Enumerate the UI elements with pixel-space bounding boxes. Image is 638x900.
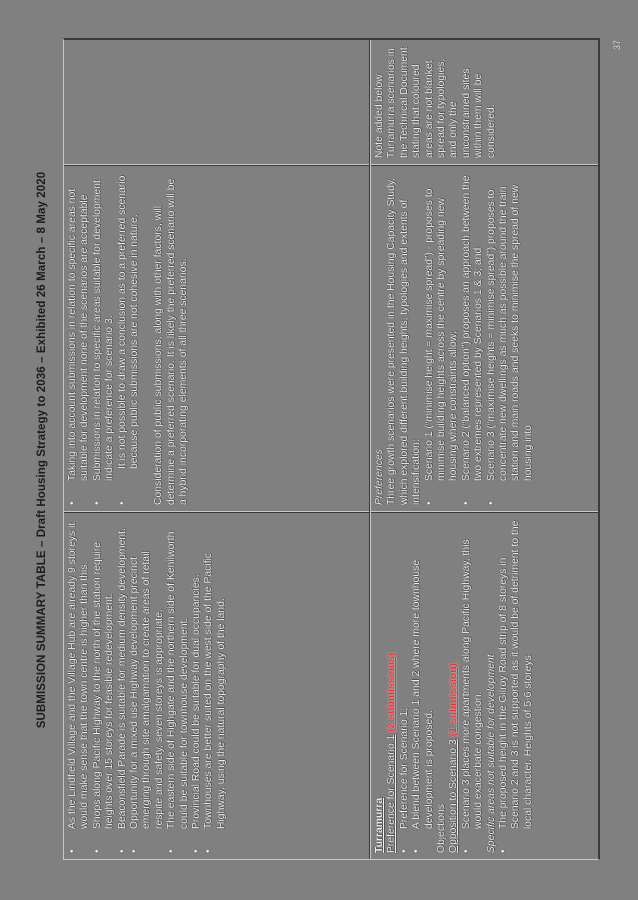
- row1-note-cell: [64, 39, 369, 164]
- row1-response-paragraph: Consideration of public submissions, alo…: [153, 178, 190, 505]
- list-item: Townhouses are better suited on the west…: [203, 519, 228, 853]
- opposition-heading-line: Opposition to Scenario 3 (1 submission): [448, 519, 460, 853]
- scenarios-list: Scenario 1 (“minimise height = maximise …: [424, 172, 536, 505]
- list-item: Submissions in relation to specific area…: [92, 172, 117, 505]
- list-item: Scenario 2 (“balanced option”) proposes …: [461, 172, 486, 505]
- list-item: Beaconsfield Parade is suitable for medi…: [117, 519, 129, 853]
- list-item: As the Lindfield Village and the Village…: [67, 519, 92, 853]
- location-heading: Turramurra: [374, 797, 385, 853]
- page-number: 37: [612, 39, 622, 50]
- specific-areas-list: The proposed height in the Gilroy Road s…: [498, 519, 535, 853]
- page-title: SUBMISSION SUMMARY TABLE – Draft Housing…: [36, 171, 48, 729]
- specific-areas-heading: Specific areas not suitable for developm…: [485, 654, 497, 853]
- list-item: Scenario 3 places more apartments along …: [461, 519, 486, 853]
- opposition-list: Scenario 3 places more apartments along …: [461, 519, 486, 853]
- preference-list: Preference for Scenario 1; A blend betwe…: [399, 519, 436, 853]
- list-item: Taking into account submissions in relat…: [67, 172, 92, 505]
- row2-note-cell: Note added below Turramurra scenarios in…: [374, 47, 497, 158]
- submission-count-badge: (2 submissions): [386, 652, 398, 732]
- objections-heading: Objections: [436, 803, 448, 853]
- row2-submissions-cell: Turramurra Preference for Scenario 1 (2 …: [371, 513, 599, 859]
- list-item: The proposed height in the Gilroy Road s…: [498, 519, 535, 853]
- opposition-heading: Opposition to Scenario 3: [448, 739, 460, 853]
- row2-response-cell: Preferences Three growth scenarios were …: [371, 166, 599, 511]
- scenarios-intro: Three growth scenarios were presented in…: [386, 177, 423, 505]
- list-item: It is not possible to draw a conclusion …: [117, 172, 142, 505]
- list-item: The eastern side of Highgate and the nor…: [166, 519, 191, 853]
- preference-heading-line: Preference for Scenario 1 (2 submissions…: [386, 519, 398, 853]
- list-item: Scenario 1 (“minimise height = maximise …: [424, 172, 461, 505]
- row1-response-cell: Taking into account submissions in relat…: [64, 166, 369, 511]
- row1-response-list: Taking into account submissions in relat…: [67, 172, 141, 505]
- list-item: Opportunity for a mixed use Highway deve…: [129, 519, 166, 853]
- preferences-heading: Preferences: [374, 448, 385, 505]
- list-item: Scenario 3 (“maximise heights = minimise…: [486, 172, 536, 505]
- preference-heading: Preference for Scenario 1: [386, 734, 398, 853]
- list-item: Provincial Road could be suitable for du…: [191, 519, 203, 853]
- list-item: Preference for Scenario 1;: [399, 519, 411, 853]
- row1-submissions-list: As the Lindfield Village and the Village…: [67, 519, 228, 853]
- list-item: Shops along Pacific Highway to the north…: [92, 519, 117, 853]
- row1-submissions-cell: As the Lindfield Village and the Village…: [64, 513, 369, 859]
- submission-summary-table: As the Lindfield Village and the Village…: [63, 38, 600, 860]
- submission-count-badge: (1 submission): [448, 662, 460, 737]
- list-item: A blend between Scenario 1 and 2 where m…: [411, 519, 436, 853]
